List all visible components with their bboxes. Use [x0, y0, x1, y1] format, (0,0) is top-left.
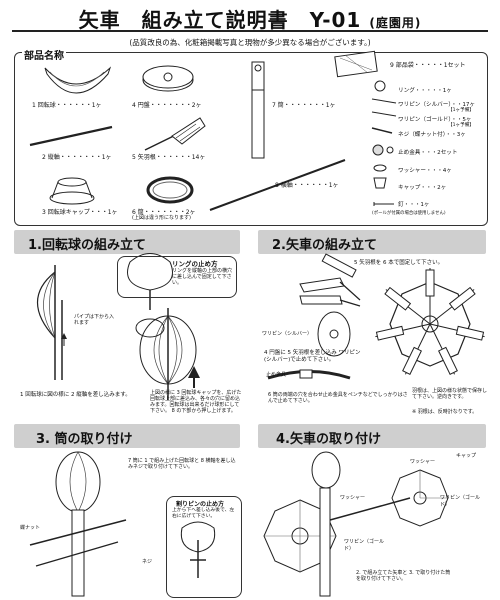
screw-label: ネジ — [142, 559, 153, 565]
parts-box — [14, 52, 488, 226]
part-4-label: 4 円盤・・・・・・・2ヶ — [132, 102, 202, 109]
clip-label: 止め金具 — [266, 372, 287, 378]
butterfly-nut-label: 蝶ナット — [20, 525, 41, 531]
section-2-title: 2.矢車の組み立て — [272, 238, 377, 253]
pipe-label: パイプは下から入れます — [74, 314, 115, 326]
bag-nail: 釘・・・1ヶ — [398, 202, 430, 208]
bag-cap: キャップ・・・2ヶ — [398, 185, 447, 191]
section-2-header — [258, 230, 486, 254]
pin-bubble-text: 上から下へ差し込み後で、左右に広げて下さい。 — [172, 508, 235, 519]
section-1-caption-left: 1 回転球に図の様に 2 縦軸を差し込みます。 — [20, 392, 131, 398]
bag-tag-2: 【1ヶ予備】 — [448, 123, 474, 128]
section-3-header — [14, 424, 240, 448]
bag-tag-1: 【1ヶ予備】 — [448, 108, 474, 113]
cap-label: キャップ — [456, 453, 477, 459]
bag-pin-silver: ワリピン（シルバー）・・17ヶ — [398, 102, 476, 108]
section-2-top-text: 5 矢羽根を 6 本で固定して下さい。 — [354, 260, 444, 266]
pin-bubble — [166, 496, 242, 598]
section-3-title: 3. 筒の取り付け — [36, 432, 133, 447]
pin-bubble-heading: 割りピンの止め方 — [176, 501, 225, 508]
gold-pin-label-bottom: ワリピン（ゴールド） — [344, 539, 385, 552]
gold-pin-label-right: ワリピン（ゴールド） — [440, 495, 481, 508]
section-4-caption: 2. で組み立てた矢車と 3. で取り付けた筒を取り付けて下さい。 — [356, 570, 451, 582]
bag-screw: ネジ（蝶ナット付）・・3ヶ — [398, 132, 466, 138]
bag-ring: リング・・・・・1ヶ — [398, 88, 452, 94]
part-5-label: 5 矢羽根・・・・・・14ヶ — [132, 154, 206, 161]
bag-nail-note: (ポールが付属の場合は使用しません) — [372, 211, 446, 216]
wheel-note-2: ※ 羽根は、反時計なりです。 — [412, 409, 478, 415]
part-3-label: 3 回転球キャップ・・・1ヶ — [42, 209, 118, 216]
part-7-label: 7 筒・・・・・・・1ヶ — [272, 102, 336, 109]
washer-label-left: ワッシャー — [340, 495, 366, 501]
title-sub: (庭園用) — [369, 16, 422, 30]
section-3-top-text: 7 筒に 1 で組み上げた回転球と 8 横軸を差し込みネジで取り付けて下さい。 — [128, 458, 236, 470]
section-1-header — [14, 230, 240, 254]
part-6-note: (上図は違う形になります) — [132, 215, 191, 221]
ring-heading: リングの止め方 — [172, 260, 218, 268]
ring-bubble — [117, 256, 237, 298]
part-8-label: 8 横軸・・・・・・1ヶ — [275, 182, 339, 189]
section-1-caption-right: 上図の様に 3 回転球キャップを、広げた回転球上部に差込み、各々の穴に留め込みま… — [150, 390, 242, 414]
ring-text: リングを縦軸の上部の横穴に差し込んで固定して下さい。 — [172, 268, 233, 286]
section-1-title: 1.回転球の組み立て — [28, 238, 146, 253]
document-title: 矢車 組み立て説明書 Y-01 (庭園用) — [0, 4, 500, 33]
parts-heading: 部品名称 — [22, 47, 66, 62]
bag-washer: ワッシャー・・・4ヶ — [398, 168, 452, 174]
section-2-caption-mid: 4 円盤に 5 矢羽根を差し込み ワリピン(シルバー)で止めて下さい。 — [264, 350, 361, 363]
quality-note: (品質改良の為、化粧箱掲載写真と現物が多少異なる場合がございます。) — [129, 38, 371, 47]
wheel-note: 羽根は、上図の様な状態で保存して下さい。逆向きです。 — [412, 388, 488, 400]
bag-pin-gold: ワリピン（ゴールド）・・5ヶ — [398, 117, 472, 123]
section-4-title: 4.矢車の取り付け — [276, 432, 381, 447]
title-rule — [12, 30, 488, 32]
part-6-label: 6 筒・・・・・・・2ヶ — [132, 209, 196, 216]
part-9-label: 9 部品袋・・・・・1セット — [390, 62, 466, 69]
clip-text: 6 筒の両端の穴を合わせ止め金具をペンチなどでしっかりはさんで止めて下さい。 — [268, 392, 408, 404]
part-2-label: 2 縦軸・・・・・・・1ヶ — [42, 154, 112, 161]
washer-label-top: ワッシャー — [410, 459, 436, 465]
title-main: 矢車 組み立て説明書 Y-01 — [78, 8, 362, 32]
section-4-header — [258, 424, 486, 448]
part-1-label: 1 回転球・・・・・・1ヶ — [32, 102, 102, 109]
bag-clip: 止め金具・・・2セット — [398, 150, 458, 156]
pin-label: ワリピン（シルバー） — [262, 331, 313, 337]
